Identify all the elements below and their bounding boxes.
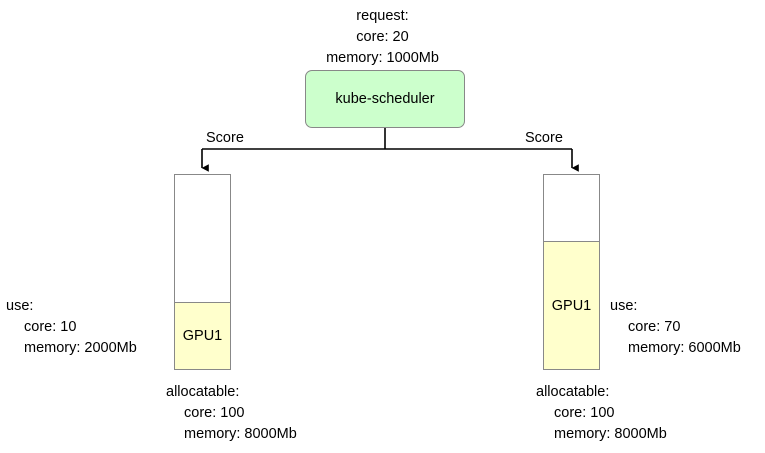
node-left-allocatable-core: core: 100 bbox=[184, 405, 245, 421]
node-right-gpu-label: GPU1 bbox=[551, 297, 592, 314]
node-left-allocatable-title: allocatable: bbox=[166, 384, 240, 400]
score-label-left: Score bbox=[206, 130, 244, 146]
request-annotation: request: core: 20 memory: 1000Mb bbox=[0, 6, 765, 69]
node-left-use-annotation: use: core: 10 memory: 2000Mb bbox=[6, 296, 137, 359]
node-right-allocatable-memory: memory: 8000Mb bbox=[554, 426, 667, 442]
node-right-used-region: GPU1 bbox=[544, 241, 599, 369]
node-right-allocatable-core: core: 100 bbox=[554, 405, 615, 421]
node-left-allocatable-memory: memory: 8000Mb bbox=[184, 426, 297, 442]
node-left-use-title: use: bbox=[6, 298, 34, 314]
node-left-allocatable-annotation: allocatable: core: 100 memory: 8000Mb bbox=[166, 382, 297, 445]
node-right-use-core: core: 70 bbox=[628, 319, 681, 335]
request-title: request: bbox=[356, 8, 409, 24]
request-core: core: 20 bbox=[356, 29, 409, 45]
node-right-allocatable-title: allocatable: bbox=[536, 384, 610, 400]
node-right-use-memory: memory: 6000Mb bbox=[628, 340, 741, 356]
node-left-gpu-label: GPU1 bbox=[182, 328, 223, 344]
node-left-use-core: core: 10 bbox=[24, 319, 77, 335]
node-left-use-memory: memory: 2000Mb bbox=[24, 340, 137, 356]
node-right-use-annotation: use: core: 70 memory: 6000Mb bbox=[610, 296, 741, 359]
node-right-allocatable-annotation: allocatable: core: 100 memory: 8000Mb bbox=[536, 382, 667, 445]
node-left-used-region: GPU1 bbox=[175, 302, 230, 369]
kube-scheduler-label: kube-scheduler bbox=[335, 91, 435, 107]
node-right-use-title: use: bbox=[610, 298, 638, 314]
node-bar-right[interactable]: GPU1 bbox=[543, 174, 600, 370]
kube-scheduler-box[interactable]: kube-scheduler bbox=[305, 70, 465, 128]
request-memory: memory: 1000Mb bbox=[326, 50, 439, 66]
score-label-right: Score bbox=[525, 130, 563, 146]
node-bar-left[interactable]: GPU1 bbox=[174, 174, 231, 370]
